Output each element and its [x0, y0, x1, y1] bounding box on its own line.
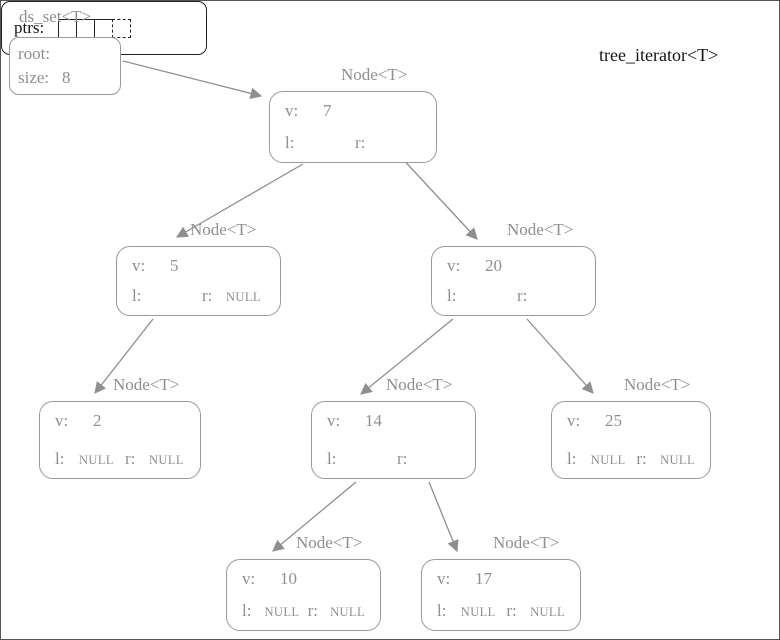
edge-20-right-to-25 [526, 318, 594, 394]
node-value-row: v: 17 [437, 569, 565, 589]
v-value: 10 [280, 569, 297, 588]
node-value-row: v: 20 [447, 256, 580, 276]
l-label: l: [285, 133, 295, 152]
iterator-cell-dashed [112, 18, 132, 38]
size-row: size: 8 [18, 68, 112, 88]
node-value-row: v: 5 [132, 256, 265, 276]
node-type-label: Node<T> [113, 375, 180, 394]
v-value: 14 [365, 411, 382, 430]
v-value: 2 [93, 411, 102, 430]
edge-7-right-to-20 [398, 154, 478, 240]
v-label: v: [437, 569, 451, 588]
size-label: size: [18, 68, 50, 87]
root-pointer-row: root: [18, 44, 112, 64]
tree-node-7: v: 7 l: r: [269, 91, 437, 163]
r-label: r: [636, 449, 647, 468]
node-pointer-row: l: r: NULL [132, 286, 265, 306]
v-label: v: [285, 101, 299, 120]
r-null: NULL [149, 453, 184, 467]
r-null: NULL [226, 290, 261, 304]
node-type-label: Node<T> [341, 65, 408, 84]
node-value-row: v: 2 [55, 411, 185, 431]
r-label: r: [307, 601, 318, 620]
tree-node-20: v: 20 l: r: [431, 246, 596, 316]
r-label: r: [125, 449, 136, 468]
edge-root-to-7 [122, 60, 263, 100]
l-null: NULL [79, 453, 114, 467]
node-pointer-row: l: r: [447, 286, 580, 306]
node-type-label: Node<T> [386, 375, 453, 394]
v-label: v: [242, 569, 256, 588]
l-null: NULL [264, 605, 300, 619]
node-pointer-row: l: NULL r: NULL [242, 601, 365, 621]
l-label: l: [242, 601, 252, 620]
node-value-row: v: 25 [567, 411, 695, 431]
v-value: 25 [605, 411, 622, 430]
r-label: r: [517, 286, 528, 305]
tree-node-25: v: 25 l: NULL r: NULL [551, 401, 711, 479]
v-value: 7 [323, 101, 332, 120]
v-label: v: [55, 411, 69, 430]
l-label: l: [447, 286, 457, 305]
node-value-row: v: 10 [242, 569, 365, 589]
node-type-label: Node<T> [296, 533, 363, 552]
r-label: r: [397, 449, 408, 468]
l-label: l: [567, 449, 577, 468]
v-label: v: [447, 256, 461, 275]
r-null: NULL [660, 453, 696, 467]
l-label: l: [132, 286, 142, 305]
l-null: NULL [460, 605, 496, 619]
v-label: v: [567, 411, 581, 430]
v-label: v: [327, 411, 341, 430]
tree-node-5: v: 5 l: r: NULL [116, 246, 281, 316]
ds-set-box: root: size: 8 [9, 37, 121, 95]
l-label: l: [55, 449, 65, 468]
edge-14-right-to-17 [428, 481, 459, 553]
r-label: r: [202, 286, 213, 305]
tree-node-14: v: 14 l: r: [311, 401, 476, 479]
v-value: 17 [475, 569, 492, 588]
node-type-label: Node<T> [624, 375, 691, 394]
l-null: NULL [590, 453, 626, 467]
node-type-label: Node<T> [493, 533, 560, 552]
node-type-label: Node<T> [507, 220, 574, 239]
r-null: NULL [330, 605, 365, 619]
tree-node-17: v: 17 l: NULL r: NULL [421, 559, 581, 631]
r-label: r: [355, 133, 366, 152]
ds-set-title: ds_set<T> [19, 7, 92, 26]
v-value: 5 [170, 256, 179, 275]
ptrs-label: ptrs: [14, 18, 45, 37]
r-null: NULL [530, 605, 566, 619]
node-value-row: v: 7 [285, 101, 421, 121]
r-label: r: [506, 601, 517, 620]
l-label: l: [327, 449, 337, 468]
tree-node-2: v: 2 l: NULL r: NULL [39, 401, 201, 479]
node-pointer-row: l: r: [285, 133, 421, 153]
tree-node-10: v: 10 l: NULL r: NULL [226, 559, 381, 631]
v-label: v: [132, 256, 146, 275]
l-label: l: [437, 601, 447, 620]
tree-iterator-title: tree_iterator<T> [599, 45, 719, 65]
node-pointer-row: l: NULL r: NULL [437, 601, 565, 621]
iterator-cell [94, 18, 114, 38]
v-value: 20 [485, 256, 502, 275]
node-pointer-row: l: NULL r: NULL [567, 449, 695, 469]
size-value: 8 [62, 68, 71, 87]
node-type-label: Node<T> [190, 220, 257, 239]
node-pointer-row: l: r: [327, 449, 460, 469]
root-label: root: [18, 44, 51, 63]
node-pointer-row: l: NULL r: NULL [55, 449, 185, 469]
node-value-row: v: 14 [327, 411, 460, 431]
